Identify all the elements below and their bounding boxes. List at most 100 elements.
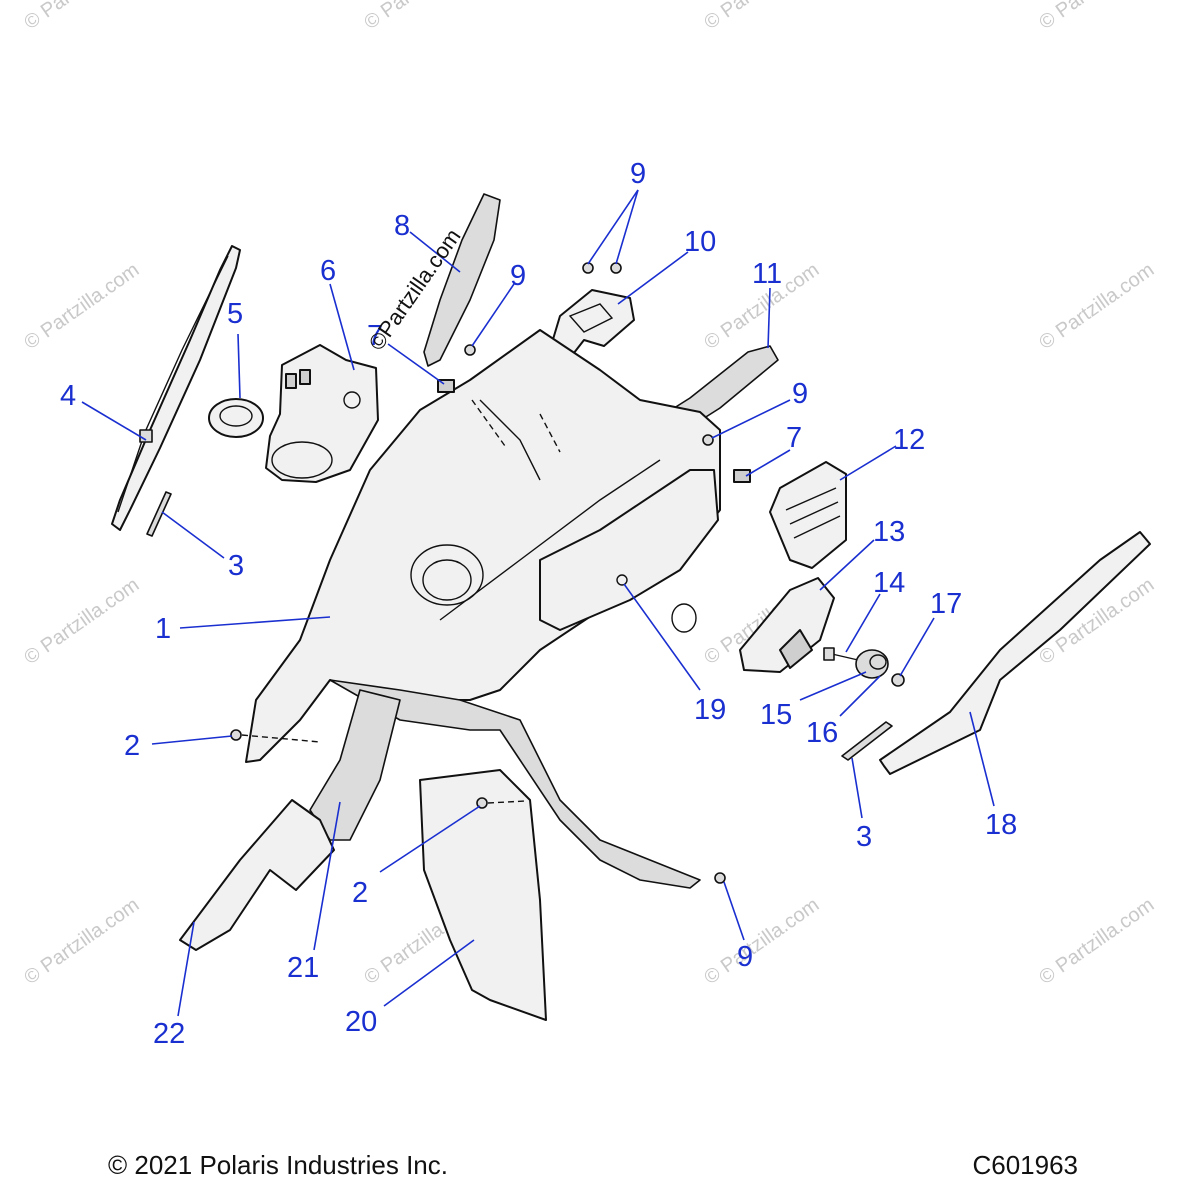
part-16-knob-face: [869, 654, 887, 670]
part-1-cup-holder: [410, 544, 484, 606]
part-1-side-rib: [479, 399, 541, 481]
leader-18: [969, 711, 995, 807]
leader-17: [899, 617, 935, 677]
part-12-vent-slats: [785, 487, 841, 539]
leader-7b: [745, 449, 791, 477]
part-9-screw: [702, 434, 714, 446]
part-6-bezel-opening: [271, 441, 333, 479]
leader-6: [329, 283, 355, 371]
part-5-ring: [208, 398, 264, 438]
callout-4: 4: [60, 380, 76, 412]
watermark: © Partzilla.com: [1035, 0, 1158, 34]
part-17-nut: [891, 673, 905, 687]
part-6-switch: [285, 373, 297, 389]
part-4-trim-strip: [111, 245, 241, 531]
part-14-bolt-head: [823, 647, 835, 661]
watermark: © Partzilla.com: [20, 894, 143, 989]
part-14-bolt: [831, 653, 859, 661]
callout-9: 9: [792, 378, 808, 410]
leader-9a2: [615, 189, 639, 265]
leader-5: [237, 333, 241, 399]
part-21-lower-trim: [309, 689, 401, 841]
part-1-main-body: [245, 329, 721, 763]
part-7-clip: [733, 469, 751, 483]
callout-19: 19: [694, 694, 726, 726]
callout-14: 14: [873, 567, 905, 599]
part-1-console-pod: [539, 469, 719, 631]
part-19-screw: [616, 574, 628, 586]
leader-lines: [81, 189, 995, 1017]
part-9-screw: [610, 262, 622, 274]
leader-22: [177, 921, 195, 1017]
part-20-lower-panel: [419, 769, 547, 1021]
leader-13: [819, 539, 875, 591]
copyright-notice: © 2021 Polaris Industries Inc.: [108, 1150, 448, 1180]
leader-16: [839, 675, 881, 717]
leader-12: [839, 445, 897, 481]
callout-13: 13: [873, 516, 905, 548]
leader-9b: [471, 283, 515, 347]
callout-9: 9: [737, 941, 753, 973]
watermark: © Partzilla.com: [700, 0, 823, 34]
callout-17: 17: [930, 588, 962, 620]
callout-9: 9: [510, 260, 526, 292]
callout-8: 8: [394, 210, 410, 242]
watermark: © Partzilla.com: [700, 894, 823, 989]
callout-2: 2: [124, 730, 140, 762]
watermark: © Partzilla.com: [20, 259, 143, 354]
leader-4: [81, 401, 147, 441]
leader-20: [383, 939, 475, 1007]
part-18-right-panel: [879, 531, 1151, 775]
part-6-switch-bezel: [265, 344, 379, 483]
part-4-clip: [139, 429, 153, 443]
callout-20: 20: [345, 1006, 377, 1038]
leader-2a: [151, 735, 233, 745]
callout-11: 11: [752, 258, 782, 290]
part-3-rod-left: [146, 491, 172, 537]
leader-19: [623, 583, 701, 691]
part-8-handle-trim: [423, 193, 501, 367]
leader-21: [313, 801, 341, 951]
callout-15: 15: [760, 699, 792, 731]
part-16-knob: [855, 649, 889, 679]
callout-2: 2: [352, 877, 368, 909]
callout-18: 18: [985, 809, 1017, 841]
part-2-fastener-guide: [241, 734, 321, 743]
callout-labels: 1 2 2 3 3 4 5 6 7 7 8 9 9 9 9 10 11 12 1…: [60, 158, 1017, 1050]
part-10-bracket-slot: [568, 303, 614, 333]
part-4-edge: [117, 255, 229, 513]
watermark: © Partzilla.com: [20, 0, 143, 34]
leader-14: [845, 593, 881, 653]
leader-7a: [387, 343, 445, 385]
callout-3: 3: [856, 821, 872, 853]
parts-layer: [111, 193, 1151, 1021]
callout-12: 12: [893, 424, 925, 456]
callout-5: 5: [227, 298, 243, 330]
callout-3: 3: [228, 550, 244, 582]
leader-9d: [723, 881, 745, 941]
watermark: © Partzilla.com: [20, 574, 143, 669]
leader-9a: [587, 189, 639, 265]
leader-10: [617, 251, 689, 305]
part-1-cup-holder-inner: [422, 559, 472, 601]
part-9-screw: [714, 872, 726, 884]
callout-7: 7: [367, 320, 383, 352]
part-9-screw: [464, 344, 476, 356]
part-13-insert: [779, 629, 813, 669]
leader-9c: [711, 399, 791, 439]
callout-22: 22: [153, 1018, 185, 1050]
callout-1: 1: [155, 613, 171, 645]
drawing-number: C601963: [972, 1150, 1078, 1180]
callout-16: 16: [806, 717, 838, 749]
leader-11: [767, 287, 771, 349]
leader-15: [799, 671, 867, 701]
leader-3a: [161, 511, 225, 559]
part-9-screw: [582, 262, 594, 274]
part-1-center-rib: [439, 459, 661, 621]
callout-21: 21: [287, 952, 319, 984]
watermark: © Partzilla.com: [360, 0, 483, 34]
part-6-hole: [343, 391, 361, 409]
part-6-switch: [299, 369, 311, 385]
part-22-bottom-panel: [179, 799, 335, 951]
